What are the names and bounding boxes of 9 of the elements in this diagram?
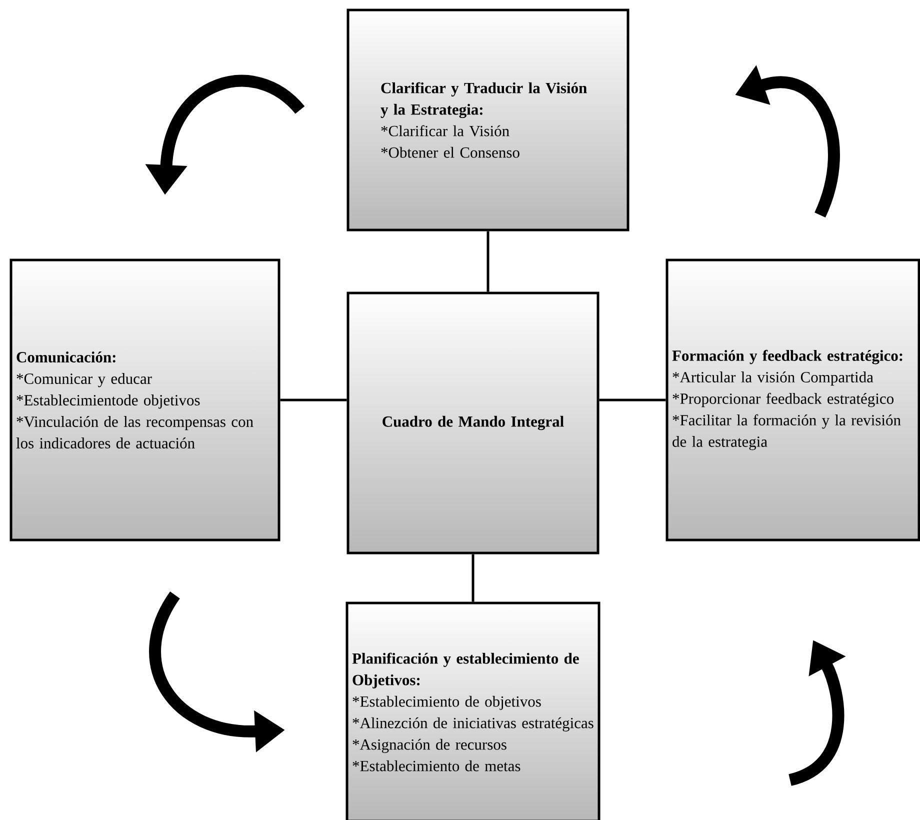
text-box: Comunicación: *Comunicar y educar *Establecimientode objetivos *Vinculación de las recompensas con los indicadores de actuación (10, 258, 280, 542)
center-box: Cuadro de Mando Integral (346, 292, 600, 554)
text-box: Planificación y establecimiento de Objetivos: *Establecimiento de objetivos *Alinezción de iniciativas estratégicas *Asignación de recursos *Establecimiento de metas (346, 602, 600, 820)
connector-line (472, 554, 474, 602)
connector-line (599, 398, 666, 402)
connector-line (486, 231, 490, 292)
connector-line (280, 398, 347, 402)
text-box: Clarificar y Traducir la Visión y la Estrategia: *Clarificar la Visión *Obtener el Consenso (346, 8, 630, 232)
text-box: Formación y feedback estratégico: *Articular la visión Compartida *Proporcionar feedback estratégico *Facilitar la formación y la revisión de la estrategia (666, 258, 920, 542)
